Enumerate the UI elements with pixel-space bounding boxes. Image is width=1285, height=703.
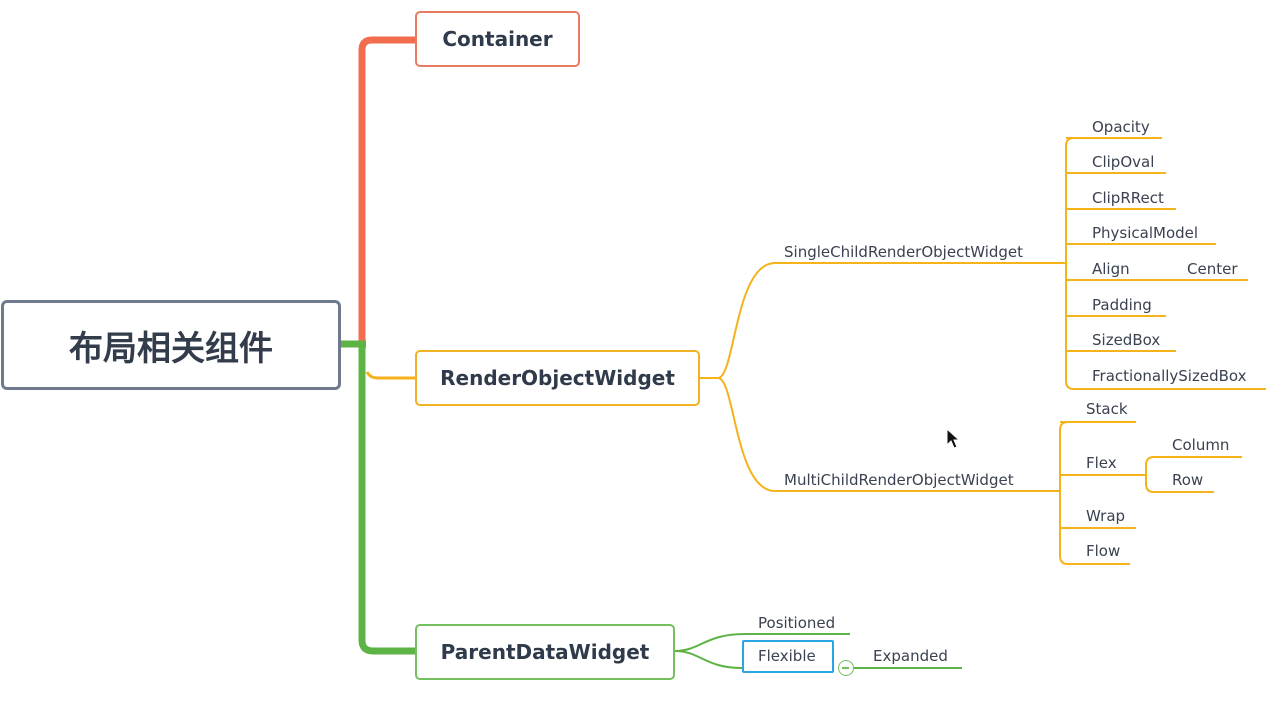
collapse-minus-icon[interactable]: [838, 660, 854, 676]
leaf-flex[interactable]: Flex: [1086, 454, 1117, 472]
container-label: Container: [442, 27, 553, 51]
leaf-stack[interactable]: Stack: [1086, 400, 1128, 418]
selected-node-frame[interactable]: [742, 640, 834, 673]
multi-child-node[interactable]: MultiChildRenderObjectWidget: [784, 471, 1014, 489]
leaf-fractionallysizedbox[interactable]: FractionallySizedBox: [1092, 367, 1247, 385]
edge-parent-flexible: [674, 650, 743, 669]
leaf-row[interactable]: Row: [1172, 471, 1204, 489]
edge-parent-positioned: [674, 633, 850, 652]
root-node[interactable]: 布局相关组件: [1, 300, 341, 390]
parent-data-widget-node[interactable]: ParentDataWidget: [415, 624, 675, 680]
leaf-physicalmodel[interactable]: PhysicalModel: [1092, 224, 1199, 242]
render-object-widget-label: RenderObjectWidget: [440, 366, 675, 390]
edge-render-multi: [717, 377, 1058, 492]
container-node[interactable]: Container: [415, 11, 580, 67]
leaf-align[interactable]: Align: [1092, 260, 1130, 278]
leaf-cliprrect[interactable]: ClipRRect: [1092, 189, 1164, 207]
edge-root-container: [358, 36, 415, 344]
leaf-sizedbox[interactable]: SizedBox: [1092, 331, 1161, 349]
edge-render-single: [717, 262, 1062, 379]
leaf-flow[interactable]: Flow: [1086, 542, 1121, 560]
edge-root-parentdata: [358, 344, 415, 655]
leaf-column[interactable]: Column: [1172, 436, 1230, 454]
leaf-flexible[interactable]: Flexible: [758, 647, 816, 665]
edge-flex-spine: [1145, 456, 1242, 475]
mouse-pointer-icon: [946, 428, 961, 449]
leaf-clipoval[interactable]: ClipOval: [1092, 153, 1155, 171]
leaf-padding[interactable]: Padding: [1092, 296, 1152, 314]
leaf-positioned[interactable]: Positioned: [758, 614, 836, 632]
root-label: 布局相关组件: [69, 328, 273, 369]
render-object-widget-node[interactable]: RenderObjectWidget: [415, 350, 700, 406]
parent-data-widget-label: ParentDataWidget: [440, 640, 650, 664]
leaf-center[interactable]: Center: [1187, 260, 1238, 278]
edge-multi-spine: [1059, 421, 1069, 565]
edge-flex-row: [1145, 475, 1214, 493]
leaf-wrap[interactable]: Wrap: [1086, 507, 1126, 525]
single-child-node[interactable]: SingleChildRenderObjectWidget: [784, 243, 1024, 261]
leaf-expanded[interactable]: Expanded: [873, 647, 948, 665]
leaf-opacity[interactable]: Opacity: [1092, 118, 1150, 136]
edge-root-render: [365, 371, 415, 380]
